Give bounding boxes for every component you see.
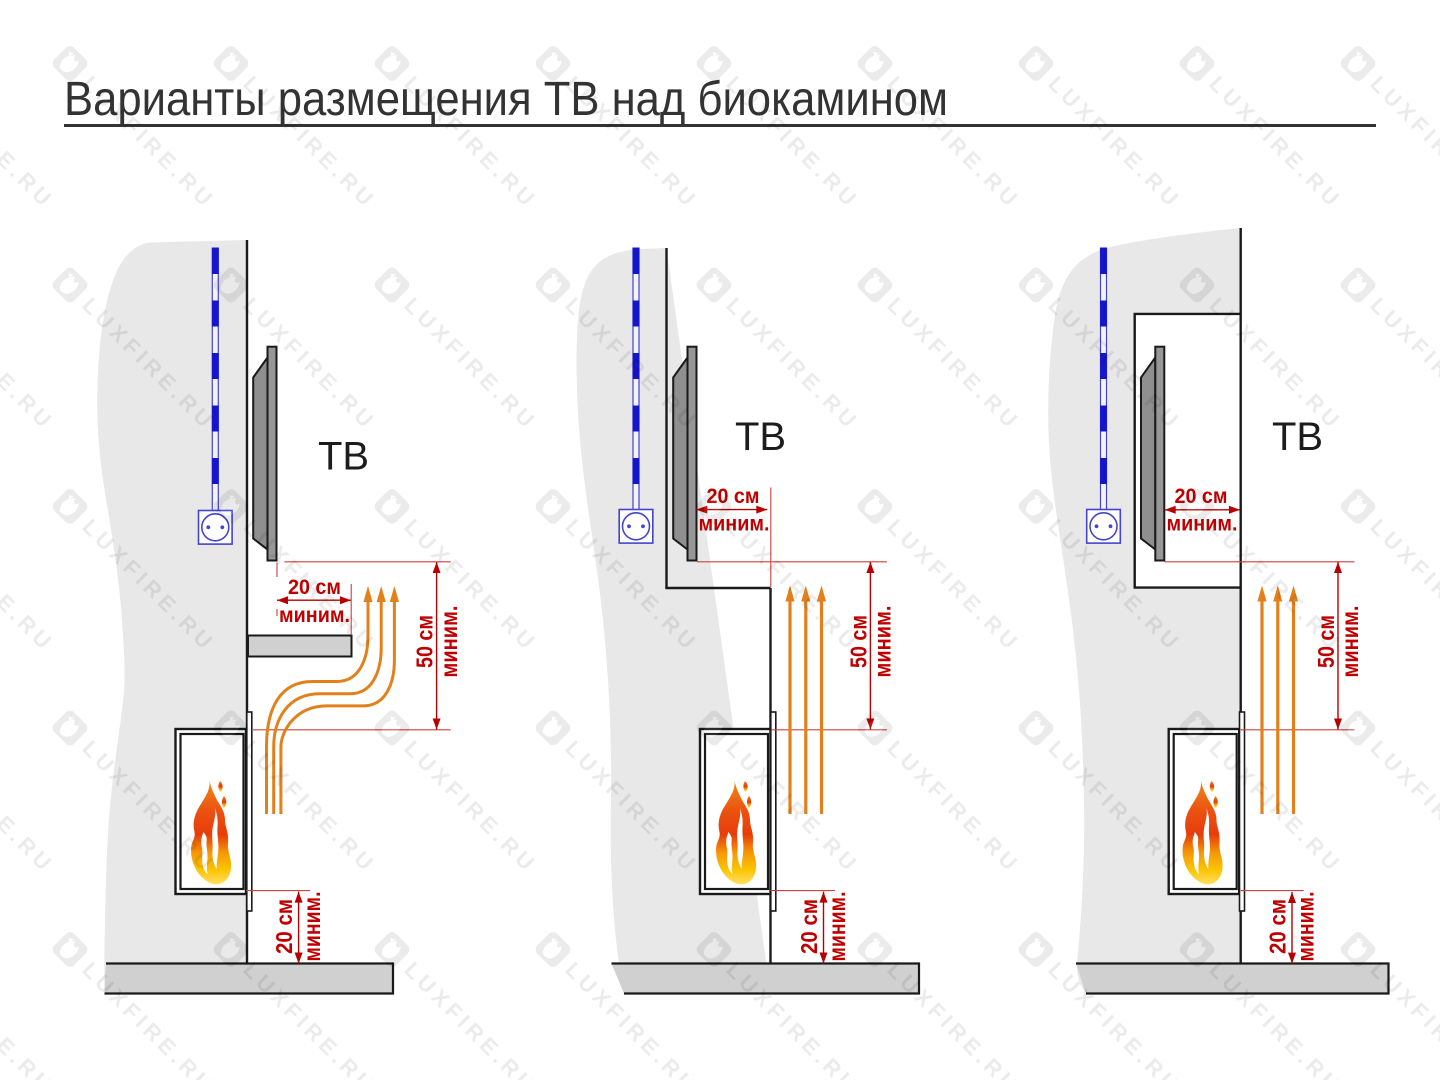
svg-text:миним.: миним.: [279, 604, 350, 627]
svg-text:20 см: 20 см: [707, 485, 760, 508]
svg-text:ТВ: ТВ: [318, 435, 369, 479]
svg-text:миним.: миним.: [299, 892, 325, 962]
svg-text:миним.: миним.: [870, 606, 896, 678]
svg-text:20 см: 20 см: [1175, 485, 1228, 508]
svg-text:миним.: миним.: [1293, 892, 1319, 962]
svg-text:Варианты размещения ТВ над био: Варианты размещения ТВ над биокамином: [64, 73, 948, 126]
svg-text:ТВ: ТВ: [1272, 415, 1323, 459]
svg-text:миним.: миним.: [824, 892, 850, 962]
svg-text:50 см: 50 см: [1313, 615, 1339, 668]
svg-text:миним.: миним.: [1167, 513, 1238, 536]
svg-text:20 см: 20 см: [288, 576, 341, 599]
svg-text:50 см: 50 см: [412, 615, 438, 668]
svg-text:миним.: миним.: [699, 513, 770, 536]
svg-text:20 см: 20 см: [1265, 899, 1291, 954]
svg-text:ТВ: ТВ: [735, 415, 786, 459]
svg-text:20 см: 20 см: [271, 899, 297, 954]
svg-text:миним.: миним.: [436, 606, 462, 678]
svg-text:миним.: миним.: [1337, 606, 1363, 678]
svg-text:20 см: 20 см: [796, 899, 822, 954]
svg-text:50 см: 50 см: [845, 615, 871, 668]
